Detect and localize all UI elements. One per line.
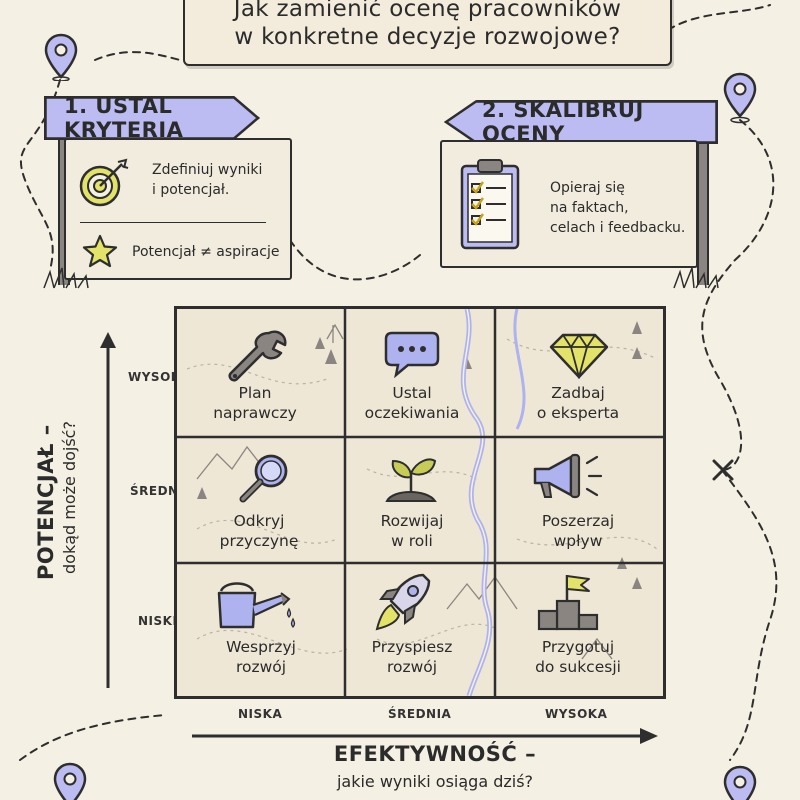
step2-line1: Opieraj się xyxy=(550,180,625,196)
step2-sign-outline xyxy=(444,100,718,144)
grass-tuft xyxy=(673,267,719,289)
cell-high-low: Plan naprawczy xyxy=(180,383,330,423)
cell-line: Rozwijaj xyxy=(380,512,444,530)
y-axis-title: POTENCJAŁ – dokąd może dojść? xyxy=(34,421,79,580)
row-label-mid: ŚREDNI xyxy=(130,484,184,498)
x-axis-arrow xyxy=(192,728,658,744)
step2-card: Opieraj się na faktach, celach i feedbac… xyxy=(440,140,698,268)
megaphone-icon xyxy=(533,453,603,499)
row-label-low: NISKI xyxy=(138,614,178,628)
watering-can-icon xyxy=(217,582,296,629)
x-mark-icon xyxy=(712,459,734,481)
title-line-1: Jak zamienić ocenę pracowników xyxy=(233,0,622,22)
col-label-mid: ŚREDNIA xyxy=(388,707,452,721)
col-label-low: NISKA xyxy=(238,707,283,721)
cell-mid-high: Poszerzaj wpływ xyxy=(503,511,653,551)
magnifier-icon xyxy=(239,454,288,503)
cell-line: w roli xyxy=(391,532,433,550)
cell-low-low: Wesprzyj rozwój xyxy=(186,637,336,677)
clipboard-icon xyxy=(460,159,520,250)
cell-line: przyczynę xyxy=(219,532,299,550)
cell-line: Wesprzyj xyxy=(226,638,296,656)
matrix-3x3: Plan naprawczy Ustal oczekiwania Zadbaj o e… xyxy=(174,306,666,699)
diamond-icon xyxy=(549,333,609,379)
step2-item: Opieraj się na faktach, celach i feedbac… xyxy=(550,178,685,238)
cell-high-mid: Ustal oczekiwania xyxy=(337,383,487,423)
cell-line: Przyspiesz xyxy=(371,638,453,656)
row-label-high: WYSOKI xyxy=(128,370,186,384)
x-axis-title-text: EFEKTYWNOŚĆ – xyxy=(333,742,537,766)
grass-tuft xyxy=(43,267,89,289)
cell-line: Zadbaj xyxy=(551,384,605,402)
cell-mid-low: Odkryj przyczynę xyxy=(184,511,334,551)
cell-line: naprawczy xyxy=(213,404,297,422)
step1-label: 1. USTAL KRYTERIA xyxy=(64,94,184,142)
speech-bubble-icon xyxy=(384,331,440,379)
y-axis-title-text: POTENCJAŁ – xyxy=(34,424,58,580)
col-label-high: WYSOKA xyxy=(545,707,608,721)
sprout-icon xyxy=(385,458,437,502)
location-pin-icon xyxy=(723,765,757,800)
cell-line: o eksperta xyxy=(536,404,620,422)
x-axis-title: EFEKTYWNOŚĆ – jakie wyniki osiąga dziś? xyxy=(255,742,615,791)
podium-flag-icon xyxy=(537,575,599,631)
step1-card: Zdefiniuj wyniki i potencjał. Potencjał … xyxy=(64,138,292,280)
cell-line: do sukcesji xyxy=(535,658,621,676)
cell-line: Plan xyxy=(238,384,272,402)
y-axis-arrow xyxy=(100,332,116,688)
cell-line: rozwój xyxy=(235,658,287,676)
cell-line: Odkryj xyxy=(233,512,285,530)
title-board: Jak zamienić ocenę pracowników w konkret… xyxy=(183,0,672,66)
cell-high-high: Zadbaj o eksperta xyxy=(503,383,653,423)
step1-item1: Zdefiniuj wyniki i potencjał. xyxy=(152,160,262,200)
wrench-icon xyxy=(228,330,287,382)
cell-line: Przygotuj xyxy=(541,638,615,656)
star-icon xyxy=(82,234,118,268)
cell-line: oczekiwania xyxy=(364,404,460,422)
step1-item1-line1: Zdefiniuj wyniki xyxy=(152,162,263,178)
location-pin-icon xyxy=(53,762,87,800)
map-background xyxy=(177,309,663,696)
target-icon xyxy=(79,158,129,207)
y-axis-subtitle: dokąd może dojść? xyxy=(60,421,79,574)
card-divider xyxy=(80,222,266,223)
cell-line: rozwój xyxy=(386,658,438,676)
step1-item2: Potencjał ≠ aspiracje xyxy=(132,244,280,260)
cell-line: Ustal xyxy=(392,384,432,402)
x-axis-subtitle: jakie wyniki osiąga dziś? xyxy=(336,772,534,791)
step1-item1-line2: i potencjał. xyxy=(152,182,230,198)
step2-line3: celach i feedbacku. xyxy=(550,220,686,236)
cell-line: Poszerzaj xyxy=(541,512,615,530)
signpost-pole xyxy=(697,138,709,285)
step1-sign-outline xyxy=(44,96,260,140)
location-pin-icon xyxy=(44,33,78,81)
cell-low-mid: Przyspiesz rozwój xyxy=(337,637,487,677)
cell-low-high: Przygotuj do sukcesji xyxy=(503,637,653,677)
step2-line2: na faktach, xyxy=(550,200,629,216)
cell-mid-mid: Rozwijaj w roli xyxy=(337,511,487,551)
title-line-2: w konkretne decyzje rozwojowe? xyxy=(234,24,621,50)
cell-line: wpływ xyxy=(553,532,603,550)
rocket-icon xyxy=(375,573,431,631)
step2-label: 2. SKALIBRUJ OCENY xyxy=(482,98,644,146)
location-pin-icon xyxy=(723,72,757,124)
